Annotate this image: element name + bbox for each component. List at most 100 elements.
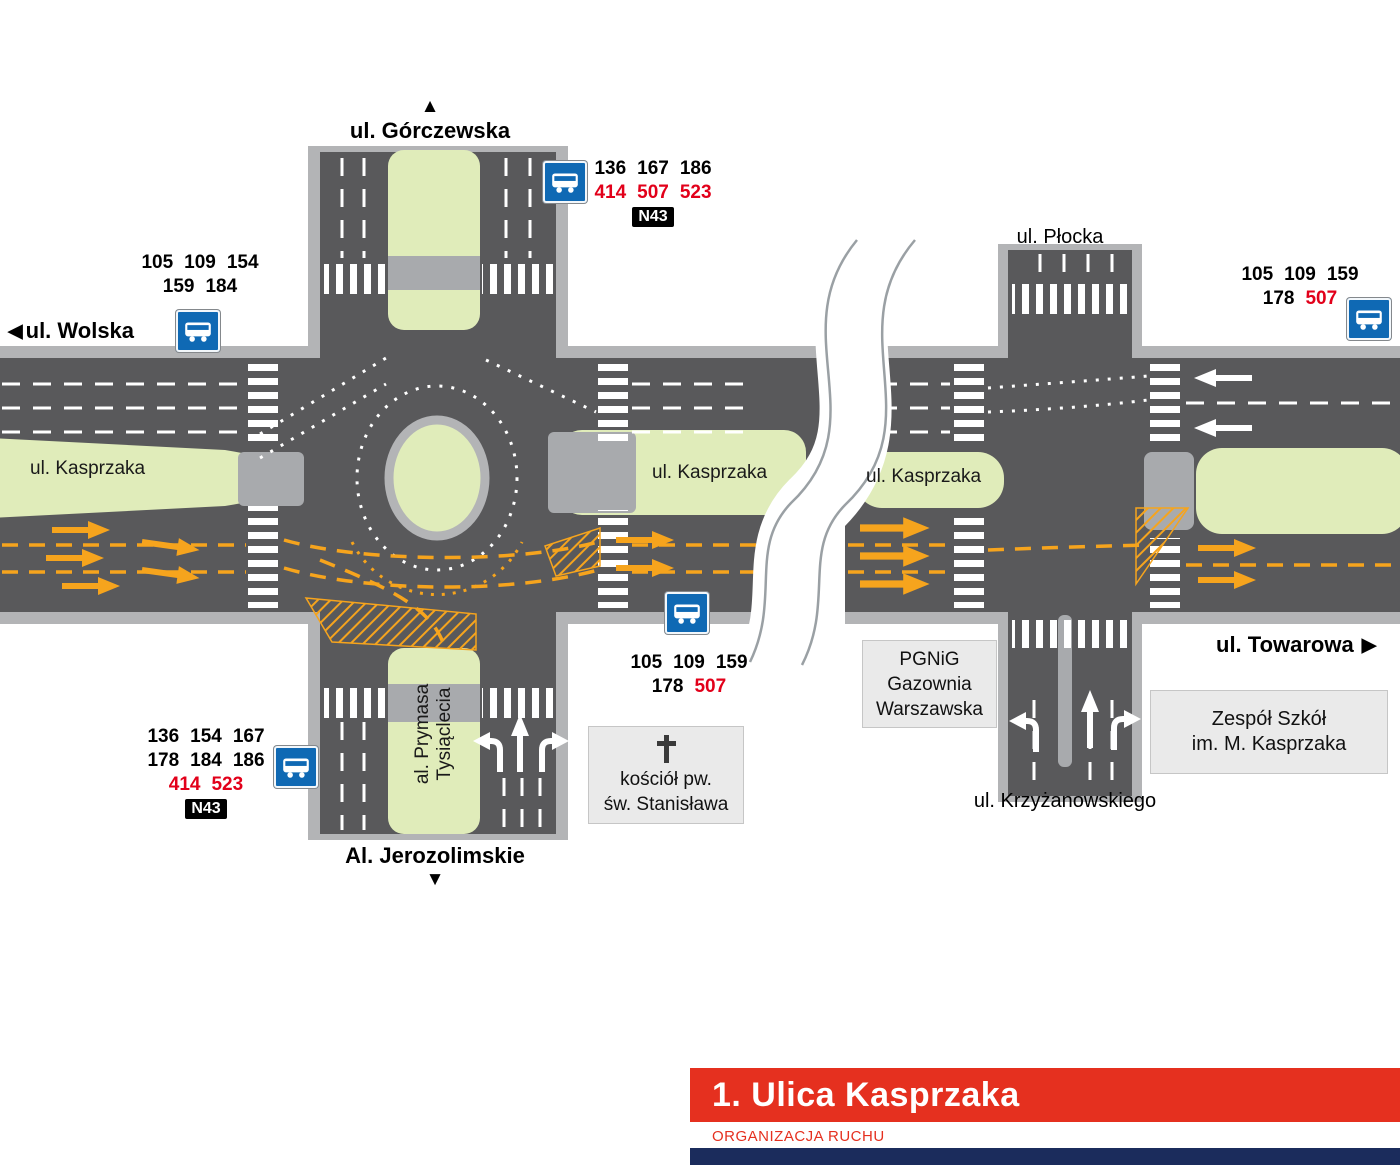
street-name-line: al. Prymasa: [412, 683, 433, 785]
line-number: 159: [1326, 264, 1359, 285]
line-row: 159 184: [163, 276, 237, 298]
line-number: 154: [226, 252, 259, 273]
median-label-kasprzaka-left: ul. Kasprzaka: [30, 458, 146, 479]
arrow-right-icon: ▶: [1361, 634, 1377, 656]
line-number: 167: [637, 158, 669, 179]
line-number: 186: [679, 158, 712, 179]
bus-lines-block-wolska: 105 109 154 159 184: [138, 252, 262, 298]
line-number: 414: [594, 182, 627, 203]
bus-icon: [1356, 310, 1382, 330]
street-label-gorczewska: ▲ ul. Górczewska: [340, 96, 520, 144]
bus-stop-sign-towarowa: [1347, 298, 1391, 340]
landmark-line: św. Stanisława: [603, 794, 729, 815]
street-name-line: Tysiąclecia: [434, 687, 455, 781]
line-row: 178 507: [1263, 288, 1337, 310]
line-row: 178 507: [652, 676, 726, 698]
page-subtitle: ORGANIZACJA RUCHU: [712, 1128, 885, 1145]
median-label-kasprzaka-mid: ul. Kasprzaka: [652, 462, 768, 483]
bus-line-rows: 136 154 167 178 184 186 414 523: [147, 726, 264, 796]
street-name: ul. Towarowa: [1216, 632, 1354, 657]
line-number: 178: [1262, 288, 1295, 309]
street-name: Al. Jerozolimskie: [345, 843, 525, 868]
title-banner: 1. Ulica Kasprzaka: [690, 1068, 1400, 1122]
line-number: 507: [694, 676, 727, 697]
bus-line-rows: 105 109 159 178 507: [630, 652, 747, 698]
line-number: 105: [141, 252, 174, 273]
night-line-badge: N43: [185, 799, 227, 819]
bus-line-rows: 136 167 186 414 507 523: [594, 158, 711, 204]
landmark-line: kościół pw.: [620, 769, 712, 790]
bus-line-rows: 105 109 159 178 507: [1241, 264, 1358, 310]
bus-icon: [185, 322, 211, 342]
street-label-towarowa: ul. Towarowa ▶: [1216, 632, 1376, 658]
line-number: 414: [168, 774, 201, 795]
line-number: 178: [147, 750, 180, 771]
footer-bar: [690, 1148, 1400, 1165]
landmark-line: Zespół Szkół: [1211, 708, 1327, 730]
line-number: 507: [1305, 288, 1338, 309]
line-number: 167: [232, 726, 265, 747]
roundabout-guide-circle: [355, 384, 519, 572]
line-number: 105: [1241, 264, 1274, 285]
bus-lines-block-jerozolimskie: 136 154 167 178 184 186 414 523 N43: [146, 726, 266, 819]
bus-lines-block-kasprzaka: 105 109 159 178 507: [626, 652, 752, 698]
landmark-line: PGNiG: [899, 648, 960, 670]
roundabout-island: [384, 415, 490, 541]
line-row: 414 507 523: [594, 182, 711, 204]
line-row: 414 523: [169, 774, 243, 796]
landmark-line: im. M. Kasprzaka: [1191, 733, 1347, 755]
bus-stop-sign-gorczewska: [543, 161, 587, 203]
line-row: 178 184 186: [147, 750, 264, 772]
line-row: 136 154 167: [147, 726, 264, 748]
bus-stop-sign-kasprzaka: [665, 592, 709, 634]
line-number: 184: [190, 750, 222, 771]
bus-lane-markings: [2, 507, 1398, 653]
landmark-church: kościół pw. św. Stanisława: [588, 726, 744, 824]
line-number: 184: [205, 276, 238, 297]
bus-line-rows: 105 109 154 159 184: [141, 252, 258, 298]
line-number: 154: [190, 726, 222, 747]
line-number: 105: [630, 652, 663, 673]
landmark-line: Gazownia: [887, 673, 972, 695]
street-label-krzyzanowskiego: ul. Krzyżanowskiego: [973, 790, 1157, 812]
arrow-down-icon: ▼: [425, 869, 445, 890]
arrow-up-icon: ▲: [420, 96, 440, 117]
line-number: 178: [651, 676, 684, 697]
line-number: 523: [211, 774, 244, 795]
arrow-left-icon: ◀: [8, 320, 23, 342]
street-label-wolska: ◀ ul. Wolska: [8, 318, 134, 344]
street-name: ul. Górczewska: [349, 118, 511, 143]
line-number: 109: [184, 252, 216, 273]
landmark-pgnig: PGNiG Gazownia Warszawska: [862, 640, 997, 728]
median-label-kasprzaka-right: ul. Kasprzaka: [866, 466, 982, 487]
street-label-plocka: ul. Płocka: [1016, 226, 1104, 248]
street-label-jerozolimskie: Al. Jerozolimskie ▼: [330, 843, 540, 891]
page-title: 1. Ulica Kasprzaka: [712, 1075, 1020, 1114]
bus-stop-sign-jerozolimskie: [274, 746, 318, 788]
line-number: 109: [673, 652, 705, 673]
line-number: 507: [637, 182, 669, 203]
street-name: ul. Wolska: [25, 318, 135, 343]
map-break: [739, 211, 916, 684]
line-number: 523: [679, 182, 712, 203]
line-number: 136: [594, 158, 627, 179]
crosswalks: [248, 264, 1180, 718]
bus-lines-block-towarowa: 105 109 159 178 507: [1240, 264, 1360, 310]
line-number: 109: [1284, 264, 1316, 285]
line-number: 186: [232, 750, 265, 771]
line-row: 105 109 154: [141, 252, 258, 274]
landmark-line: Warszawska: [876, 698, 983, 720]
median-label-prymasa: al. Prymasa Tysiąclecia: [412, 652, 456, 816]
line-number: 159: [715, 652, 748, 673]
bus-stop-sign-wolska: [176, 310, 220, 352]
line-number: 159: [162, 276, 195, 297]
line-row: 136 167 186: [594, 158, 711, 180]
line-row: 105 109 159: [1241, 264, 1358, 286]
bus-icon: [283, 758, 309, 778]
church-cross-icon: [656, 735, 677, 763]
line-number: 136: [147, 726, 180, 747]
bus-icon: [674, 604, 700, 624]
